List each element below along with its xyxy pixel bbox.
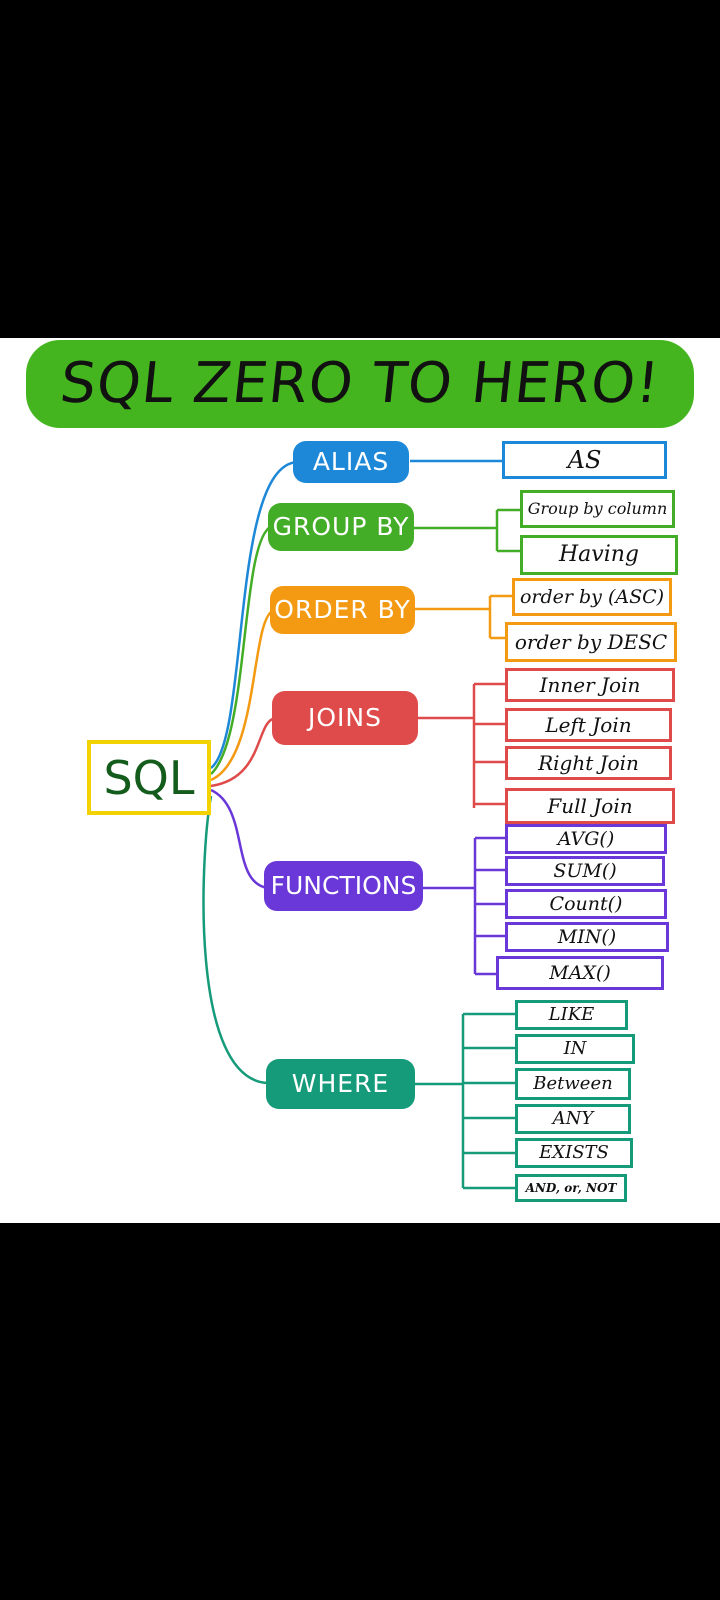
leaf-left-join: Left Join (505, 708, 672, 742)
leaf-count: Count() (505, 889, 667, 919)
leaf-and-or-not: AND, or, NOT (515, 1174, 627, 1202)
connector-joins-items (414, 682, 505, 808)
leaf-between: Between (515, 1068, 631, 1100)
leaf-as: AS (502, 441, 667, 479)
leaf-like: LIKE (515, 1000, 628, 1030)
leaf-min: MIN() (505, 922, 669, 952)
mind-map-sheet: SQL ZERO TO HERO! SQL ALIAS GROUP BY ORD… (0, 338, 720, 1223)
title-banner (26, 340, 694, 428)
category-order-by: ORDER BY (270, 586, 415, 634)
category-alias: ALIAS (293, 441, 409, 483)
connector-lines (202, 459, 520, 1190)
connector-functions-items (418, 836, 505, 976)
connector-root-functions (210, 788, 269, 890)
leaf-right-join: Right Join (505, 746, 672, 780)
leaf-sum: SUM() (505, 856, 665, 886)
leaf-inner-join: Inner Join (505, 668, 675, 702)
leaf-full-join: Full Join (505, 788, 675, 824)
connector-root-group-by (210, 524, 273, 775)
connector-root-where (202, 795, 268, 1085)
connector-order-by-items (412, 594, 512, 640)
leaf-max: MAX() (496, 956, 664, 990)
category-joins: JOINS (272, 691, 418, 745)
leaf-in: IN (515, 1034, 635, 1064)
connector-group-by-items (410, 508, 520, 553)
category-group-by: GROUP BY (268, 503, 414, 551)
leaf-group-by-column: Group by column (520, 490, 675, 528)
category-functions: FUNCTIONS (264, 861, 423, 911)
leaf-exists: EXISTS (515, 1138, 633, 1168)
connector-root-alias (210, 460, 301, 769)
leaf-having: Having (520, 535, 678, 575)
leaf-order-by-desc: order by DESC (505, 622, 677, 662)
connector-root-order-by (210, 608, 275, 782)
category-where: WHERE (266, 1059, 415, 1109)
connector-root-joins (210, 716, 277, 788)
connector-where-items (410, 1012, 515, 1190)
leaf-avg: AVG() (505, 824, 667, 854)
root-node-sql: SQL (87, 740, 211, 815)
leaf-any: ANY (515, 1104, 631, 1134)
leaf-order-by-asc: order by (ASC) (512, 578, 672, 616)
